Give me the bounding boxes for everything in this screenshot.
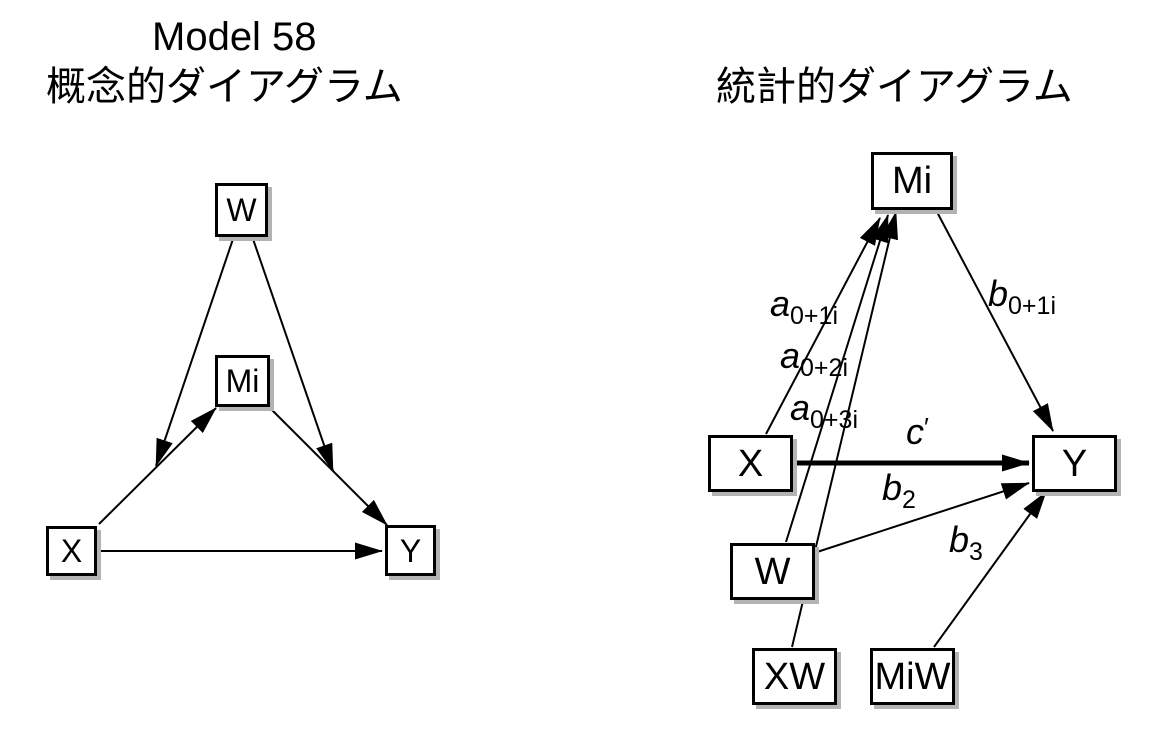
label-sub: 0+3i — [810, 406, 858, 434]
node-label: Y — [399, 532, 422, 569]
node-label: Mi — [225, 363, 260, 399]
node-label: Mi — [891, 160, 933, 202]
arrow-mi-to-y-conceptual — [269, 407, 388, 526]
arrow-w-to-miy-path — [252, 238, 334, 472]
arrow-x-to-mi-conceptual — [98, 407, 217, 525]
node-label: X — [737, 442, 764, 485]
node-label: XW — [763, 655, 826, 698]
conceptual-diagram-title: 概念的ダイアグラム — [46, 65, 403, 109]
arrow-mi-to-y-statistical — [936, 211, 1054, 432]
node-y-statistical: Y — [1032, 435, 1117, 492]
node-mi-conceptual: Mi — [215, 355, 270, 407]
path-label-a0-1i: a0+1i — [770, 286, 838, 329]
node-miw-statistical: MiW — [870, 648, 955, 705]
node-label: MiW — [874, 655, 951, 698]
label-prime: ′ — [924, 412, 929, 442]
node-x-statistical: X — [708, 435, 793, 492]
label-sub: 3 — [969, 538, 983, 566]
label-main: a — [790, 387, 811, 428]
arrow-w-to-mi-statistical — [785, 214, 889, 543]
arrow-w-to-y-statistical — [816, 482, 1030, 553]
node-mi-statistical: Mi — [871, 152, 953, 210]
arrow-w-to-xmi-path — [155, 238, 234, 467]
label-main: c — [906, 411, 924, 452]
label-main: a — [770, 283, 791, 324]
node-xw-statistical: XW — [752, 648, 837, 705]
node-label: W — [226, 192, 257, 228]
node-w-conceptual: W — [215, 183, 268, 237]
arrow-x-to-mi-statistical — [765, 217, 881, 435]
label-main: b — [988, 273, 1009, 314]
path-label-b2: b2 — [882, 470, 916, 513]
label-main: a — [780, 335, 801, 376]
label-sub: 0+2i — [800, 354, 848, 382]
node-label: X — [60, 533, 83, 569]
path-label-a0-2i: a0+2i — [780, 338, 848, 381]
label-sub: 2 — [902, 486, 916, 514]
label-sub: 0+1i — [1008, 292, 1056, 320]
node-y-conceptual: Y — [385, 525, 436, 576]
path-label-b0-1i: b0+1i — [988, 276, 1056, 319]
path-label-a0-3i: a0+3i — [790, 390, 858, 433]
label-main: b — [949, 519, 970, 560]
arrow-miw-to-y-statistical — [933, 491, 1047, 648]
node-label: W — [754, 550, 791, 593]
node-label: Y — [1061, 442, 1088, 485]
label-sub: 0+1i — [790, 302, 838, 330]
node-x-conceptual: X — [46, 526, 97, 576]
model-number-title: Model 58 — [152, 15, 317, 59]
path-label-c-prime: c′ — [906, 414, 929, 450]
label-main: b — [882, 467, 903, 508]
statistical-diagram-title: 統計的ダイアグラム — [716, 65, 1073, 109]
path-label-b3: b3 — [949, 522, 983, 565]
node-w-statistical: W — [730, 543, 815, 600]
